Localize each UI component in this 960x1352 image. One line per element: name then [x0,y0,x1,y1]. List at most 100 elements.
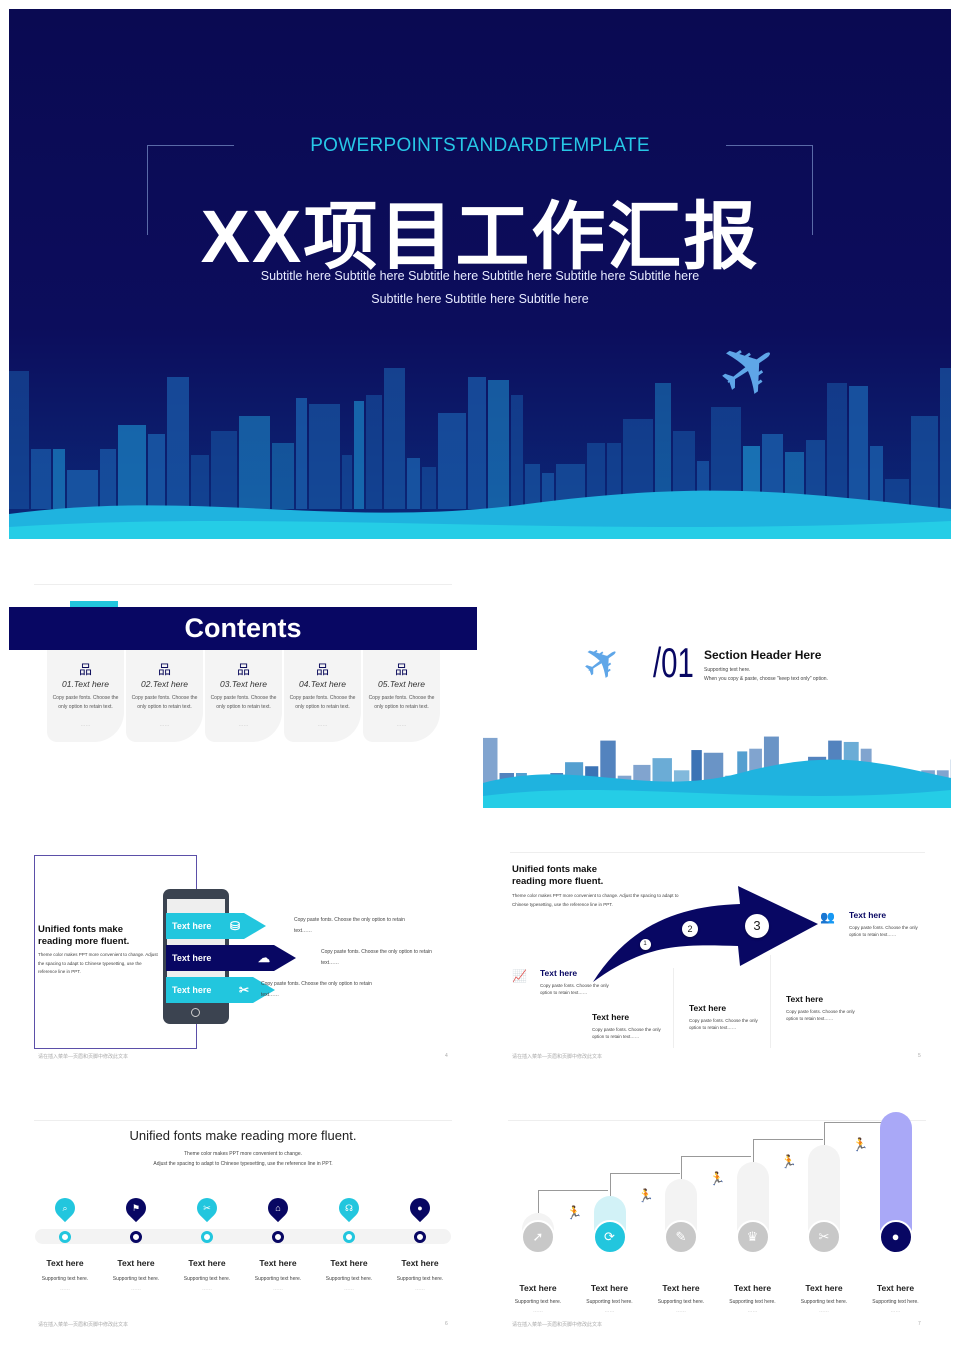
footer-text: 请在插入菜单—页眉和页脚中修改此文本 [38,1054,129,1060]
search-icon: ⌕ [62,1203,68,1213]
contents-card[interactable]: 品 05.Text here Copy paste fonts. Choose … [363,650,440,742]
contents-title: Contents [9,607,477,650]
brush-icon: ✎ [675,1229,687,1244]
step-dots: …… [890,1308,901,1314]
timeline-node[interactable] [59,1231,71,1243]
section-slide: ✈ /01 Section Header Here Supporting tex… [483,565,951,808]
map-pin: ✂ [192,1193,222,1223]
cloud-globe-icon: ☁ [258,951,270,965]
banner-label: Text here [172,953,212,963]
cover-subtitle-1: Subtitle here Subtitle here Subtitle her… [260,269,700,283]
contents-card[interactable]: 品 04.Text here Copy paste fonts. Choose … [284,650,361,742]
user-icon: ● [417,1203,423,1213]
banner-desc: Copy paste fonts. Choose the only option… [294,917,405,934]
step-dots: …… [819,1308,829,1314]
connector-arrow [538,1190,608,1213]
step-badge: 2 [682,921,698,937]
footer-text: 请在插入菜单—页眉和页脚中修改此文本 [512,1322,603,1328]
step-circle[interactable]: ✎ [664,1220,698,1254]
slide4-body: Theme color makes PPT more convenient to… [38,952,158,974]
step-circle[interactable]: ♛ [735,1220,770,1254]
slide4-heading: Unified fonts make reading more fluent. [38,924,158,948]
contents-card-title: 03.Text here [220,679,267,689]
contents-card-title: 05.Text here [378,679,425,689]
timeline-sub: Supporting text here. [112,1276,160,1282]
gift-icon: ⌂ [275,1203,281,1213]
tools-icon: ✂ [818,1229,830,1244]
cover-subtitle-2: Subtitle here Subtitle here Subtitle her… [371,292,589,306]
step-title: Text here [662,1283,700,1293]
step-text-block: Text here Copy paste fonts. Choose the o… [786,994,866,1022]
step-sub: Supporting text here. [729,1299,776,1305]
slide5-heading: Unified fonts make reading more fluent. [512,864,604,887]
connector-arrow [681,1156,751,1179]
step-desc: Copy paste fonts. Choose the only option… [592,1027,661,1039]
contents-card[interactable]: 品 01.Text here Copy paste fonts. Choose … [47,650,124,742]
timeline-node[interactable] [201,1231,213,1243]
timeline-node[interactable] [414,1231,426,1243]
contents-card-desc: Copy paste fonts. Choose the only option… [368,695,435,710]
section-number: /01 [653,639,694,686]
step-dots: …… [747,1308,758,1314]
connector-arrow [752,1139,823,1162]
step-circle[interactable]: ⟳ [592,1220,627,1254]
divider [34,1120,452,1121]
step-circle[interactable]: ✂ [807,1220,841,1254]
headset-icon: ☊ [345,1203,353,1213]
map-pin: ⌕ [50,1193,80,1223]
step-text-block: Text here Copy paste fonts. Choose the o… [849,910,929,938]
cover-title: XX项目工作汇报 [200,195,760,278]
banner-label: Text here [172,985,212,995]
contents-card-desc: Copy paste fonts. Choose the only option… [210,695,277,710]
contents-card-desc: Copy paste fonts. Choose the only option… [131,695,198,710]
step-circle[interactable]: ➚ [521,1220,555,1254]
slide6-line-1: Theme color makes PPT more convenient to… [183,1151,303,1157]
contents-card[interactable]: 品 03.Text here Copy paste fonts. Choose … [205,650,282,742]
step-title: Text here [590,1283,629,1293]
runner-icon: 🏃 [780,1154,797,1169]
cover-eyebrow: POWERPOINTSTANDARDTEMPLATE [310,135,650,156]
phone-banner[interactable]: Text here ✂ [166,977,275,1003]
contents-card-desc: Copy paste fonts. Choose the only option… [52,695,119,710]
timeline-sub: Supporting text here. [254,1276,302,1282]
timeline-node[interactable] [272,1231,284,1243]
step-title: Text here [849,910,887,920]
step-bar [879,1112,912,1237]
step-desc: Copy paste fonts. Choose the only option… [689,1018,758,1030]
step-text-block: Text here Copy paste fonts. Choose the o… [592,1012,672,1040]
phone-banner[interactable]: Text here ☁ [166,945,296,971]
step-title: Text here [540,968,578,978]
timeline-dots: …… [344,1286,354,1292]
sync-icon: ⟳ [604,1229,615,1244]
timeline-node[interactable] [343,1231,355,1243]
step-title: Text here [592,1012,630,1022]
banner-label: Text here [172,921,212,931]
step-sub: Supporting text here. [800,1299,848,1305]
timeline-node[interactable] [130,1231,142,1243]
contents-card[interactable]: 品 02.Text here Copy paste fonts. Choose … [126,650,203,742]
timeline-title: Text here [259,1258,297,1268]
step-circle[interactable]: ● [878,1220,913,1254]
step-sub: Supporting text here. [657,1299,705,1305]
timeline-sub: Supporting text here. [183,1276,231,1282]
step-title: Text here [786,994,824,1004]
contents-card-desc: Copy paste fonts. Choose the only option… [289,695,356,710]
section-line-1: Supporting text here. [704,667,751,673]
user-icon: ● [891,1229,900,1244]
phone-banner[interactable]: Text here ⛁ [166,913,266,939]
step-title: Text here [519,1283,557,1293]
timeline-dots: …… [60,1286,70,1292]
connector-arrow [609,1173,680,1196]
slide5-body: Theme color makes PPT more convenient to… [512,893,679,907]
step-desc: Copy paste fonts. Choose the only option… [849,925,918,937]
divider [673,968,674,1048]
slide6-heading: Unified fonts make reading more fluent. [129,1128,357,1143]
map-pin: ⌂ [263,1193,293,1223]
contents-card-dots: …… [396,722,407,728]
banner-desc: Copy paste fonts. Choose the only option… [321,949,432,966]
page-number: 4 [445,1053,448,1059]
contents-card-dots: …… [317,722,328,728]
step-dots: …… [604,1308,615,1314]
tools-icon: ✂ [238,983,249,997]
timeline-sub: Supporting text here. [325,1276,373,1282]
